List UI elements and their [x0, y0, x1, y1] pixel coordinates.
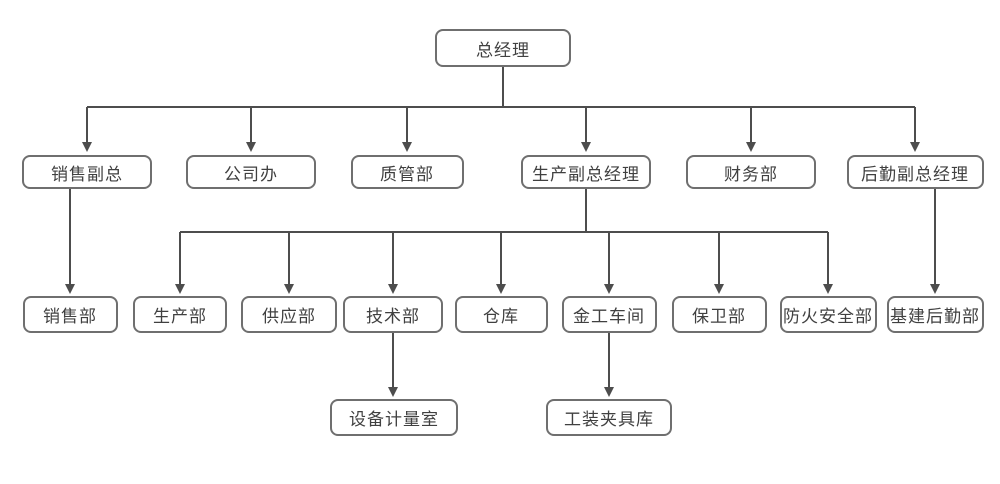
org-node-label: 生产部 [153, 307, 207, 326]
connector-arrowhead [246, 142, 256, 152]
org-node-label: 工装夹具库 [564, 410, 654, 429]
connector-arrowhead [604, 284, 614, 294]
org-node-company-office: 公司办 [186, 155, 316, 189]
org-node-security-dept: 保卫部 [671, 296, 767, 333]
org-node-metalwork-shop: 金工车间 [561, 296, 657, 333]
org-node-logistics-vp: 后勤副总经理 [846, 155, 984, 189]
connector-arrowhead [65, 284, 75, 294]
connector-arrowhead [930, 284, 940, 294]
org-node-label: 金工车间 [573, 307, 645, 326]
connector-arrowhead [496, 284, 506, 294]
org-node-technology-dept: 技术部 [343, 296, 443, 333]
connector-arrowhead [910, 142, 920, 152]
org-node-equipment-room: 设备计量室 [330, 399, 458, 436]
org-node-label: 质管部 [380, 164, 434, 184]
org-node-label: 防火安全部 [783, 307, 873, 326]
org-node-label: 基建后勤部 [890, 307, 980, 326]
org-node-supply-dept: 供应部 [241, 296, 337, 333]
org-node-label: 财务部 [724, 164, 778, 184]
org-node-label: 供应部 [262, 307, 316, 326]
org-node-label: 销售副总 [51, 164, 123, 184]
org-node-label: 销售部 [43, 307, 97, 326]
connector-arrowhead [82, 142, 92, 152]
org-node-label: 生产副总经理 [532, 164, 640, 184]
org-node-label: 总经理 [476, 40, 530, 60]
org-node-label: 技术部 [366, 307, 420, 326]
org-node-general-manager: 总经理 [435, 29, 571, 67]
org-node-sales-dept: 销售部 [22, 296, 118, 333]
connector-arrowhead [284, 284, 294, 294]
org-node-production-vp: 生产副总经理 [521, 155, 651, 189]
connector-arrowhead [581, 142, 591, 152]
org-node-quality-dept: 质管部 [350, 155, 464, 189]
connector-arrowhead [746, 142, 756, 152]
org-node-infrastructure-dept: 基建后勤部 [886, 296, 984, 333]
org-node-production-dept: 生产部 [133, 296, 227, 333]
org-node-label: 公司办 [224, 164, 278, 184]
org-node-label: 设备计量室 [349, 410, 439, 429]
org-node-label: 保卫部 [692, 307, 746, 326]
connector-arrowhead [388, 387, 398, 397]
connector-arrowhead [823, 284, 833, 294]
org-node-fire-safety-dept: 防火安全部 [779, 296, 877, 333]
connector-arrowhead [604, 387, 614, 397]
org-node-warehouse: 仓库 [454, 296, 548, 333]
org-node-finance-dept: 财务部 [686, 155, 816, 189]
org-node-label: 后勤副总经理 [861, 164, 969, 184]
org-node-label: 仓库 [483, 307, 519, 326]
connector-arrowhead [388, 284, 398, 294]
org-node-fixture-warehouse: 工装夹具库 [546, 399, 672, 436]
connector-arrowhead [402, 142, 412, 152]
connector-arrowhead [714, 284, 724, 294]
org-node-sales-vp: 销售副总 [22, 155, 152, 189]
connector-arrowhead [175, 284, 185, 294]
